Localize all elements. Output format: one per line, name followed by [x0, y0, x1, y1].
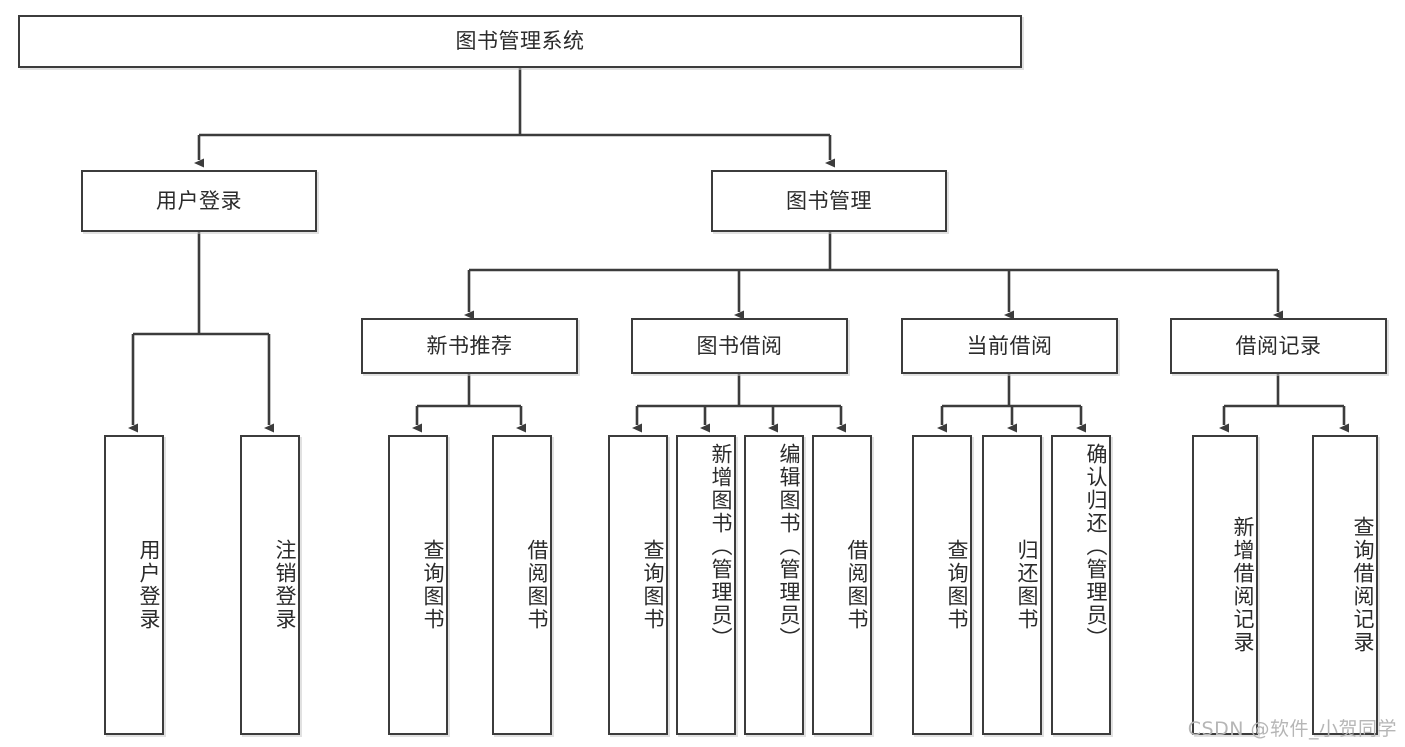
leaf-label-current-borrow-confirm: 确认归还（管理员）	[1084, 443, 1108, 650]
leaf-label-borrow-records-add: 新增借阅记录	[1231, 516, 1255, 654]
leaf-label-current-borrow-return: 归还图书	[1015, 539, 1039, 631]
node-current-borrow[interactable]: 当前借阅	[901, 318, 1118, 374]
node-label-borrow-records: 借阅记录	[1235, 333, 1322, 358]
leaf-label-new-books-borrow: 借阅图书	[525, 539, 549, 631]
leaf-label-user-login-signout: 注销登录	[273, 539, 297, 631]
node-user-login[interactable]: 用户登录	[81, 170, 317, 232]
node-label-root: 图书管理系统	[455, 29, 585, 54]
leaf-borrow-books-add[interactable]: 新增图书（管理员）	[676, 435, 736, 735]
node-label-book-management: 图书管理	[786, 188, 872, 213]
leaf-current-borrow-query[interactable]: 查询图书	[912, 435, 972, 735]
node-book-management[interactable]: 图书管理	[711, 170, 947, 232]
leaf-label-borrow-books-add: 新增图书（管理员）	[709, 443, 733, 650]
node-label-book-borrow: 图书借阅	[696, 333, 783, 358]
leaf-label-user-login-signin: 用户登录	[137, 539, 161, 631]
leaf-new-books-borrow[interactable]: 借阅图书	[492, 435, 552, 735]
leaf-label-new-books-query: 查询图书	[421, 539, 445, 631]
leaf-borrow-records-add[interactable]: 新增借阅记录	[1192, 435, 1258, 735]
leaf-borrow-records-query[interactable]: 查询借阅记录	[1312, 435, 1378, 735]
leaf-borrow-books-borrow[interactable]: 借阅图书	[812, 435, 872, 735]
node-borrow-records[interactable]: 借阅记录	[1170, 318, 1387, 374]
leaf-label-borrow-books-edit: 编辑图书（管理员）	[777, 443, 801, 650]
leaf-label-borrow-books-query: 查询图书	[641, 539, 665, 631]
node-root-system[interactable]: 图书管理系统	[18, 15, 1022, 68]
node-label-new-book-recommend: 新书推荐	[426, 333, 513, 358]
node-label-user-login: 用户登录	[156, 188, 242, 213]
node-new-book-recommend[interactable]: 新书推荐	[361, 318, 578, 374]
leaf-borrow-books-edit[interactable]: 编辑图书（管理员）	[744, 435, 804, 735]
node-book-borrow[interactable]: 图书借阅	[631, 318, 848, 374]
leaf-new-books-query[interactable]: 查询图书	[388, 435, 448, 735]
leaf-current-borrow-confirm[interactable]: 确认归还（管理员）	[1051, 435, 1111, 735]
leaf-label-borrow-books-borrow: 借阅图书	[845, 539, 869, 631]
node-label-current-borrow: 当前借阅	[966, 333, 1053, 358]
csdn-watermark: CSDN @软件_小贺同学	[1187, 718, 1397, 740]
leaf-label-current-borrow-query: 查询图书	[945, 539, 969, 631]
leaf-user-login-signin[interactable]: 用户登录	[104, 435, 164, 735]
leaf-current-borrow-return[interactable]: 归还图书	[982, 435, 1042, 735]
leaf-label-borrow-records-query: 查询借阅记录	[1351, 516, 1375, 654]
leaf-user-login-signout[interactable]: 注销登录	[240, 435, 300, 735]
leaf-borrow-books-query[interactable]: 查询图书	[608, 435, 668, 735]
